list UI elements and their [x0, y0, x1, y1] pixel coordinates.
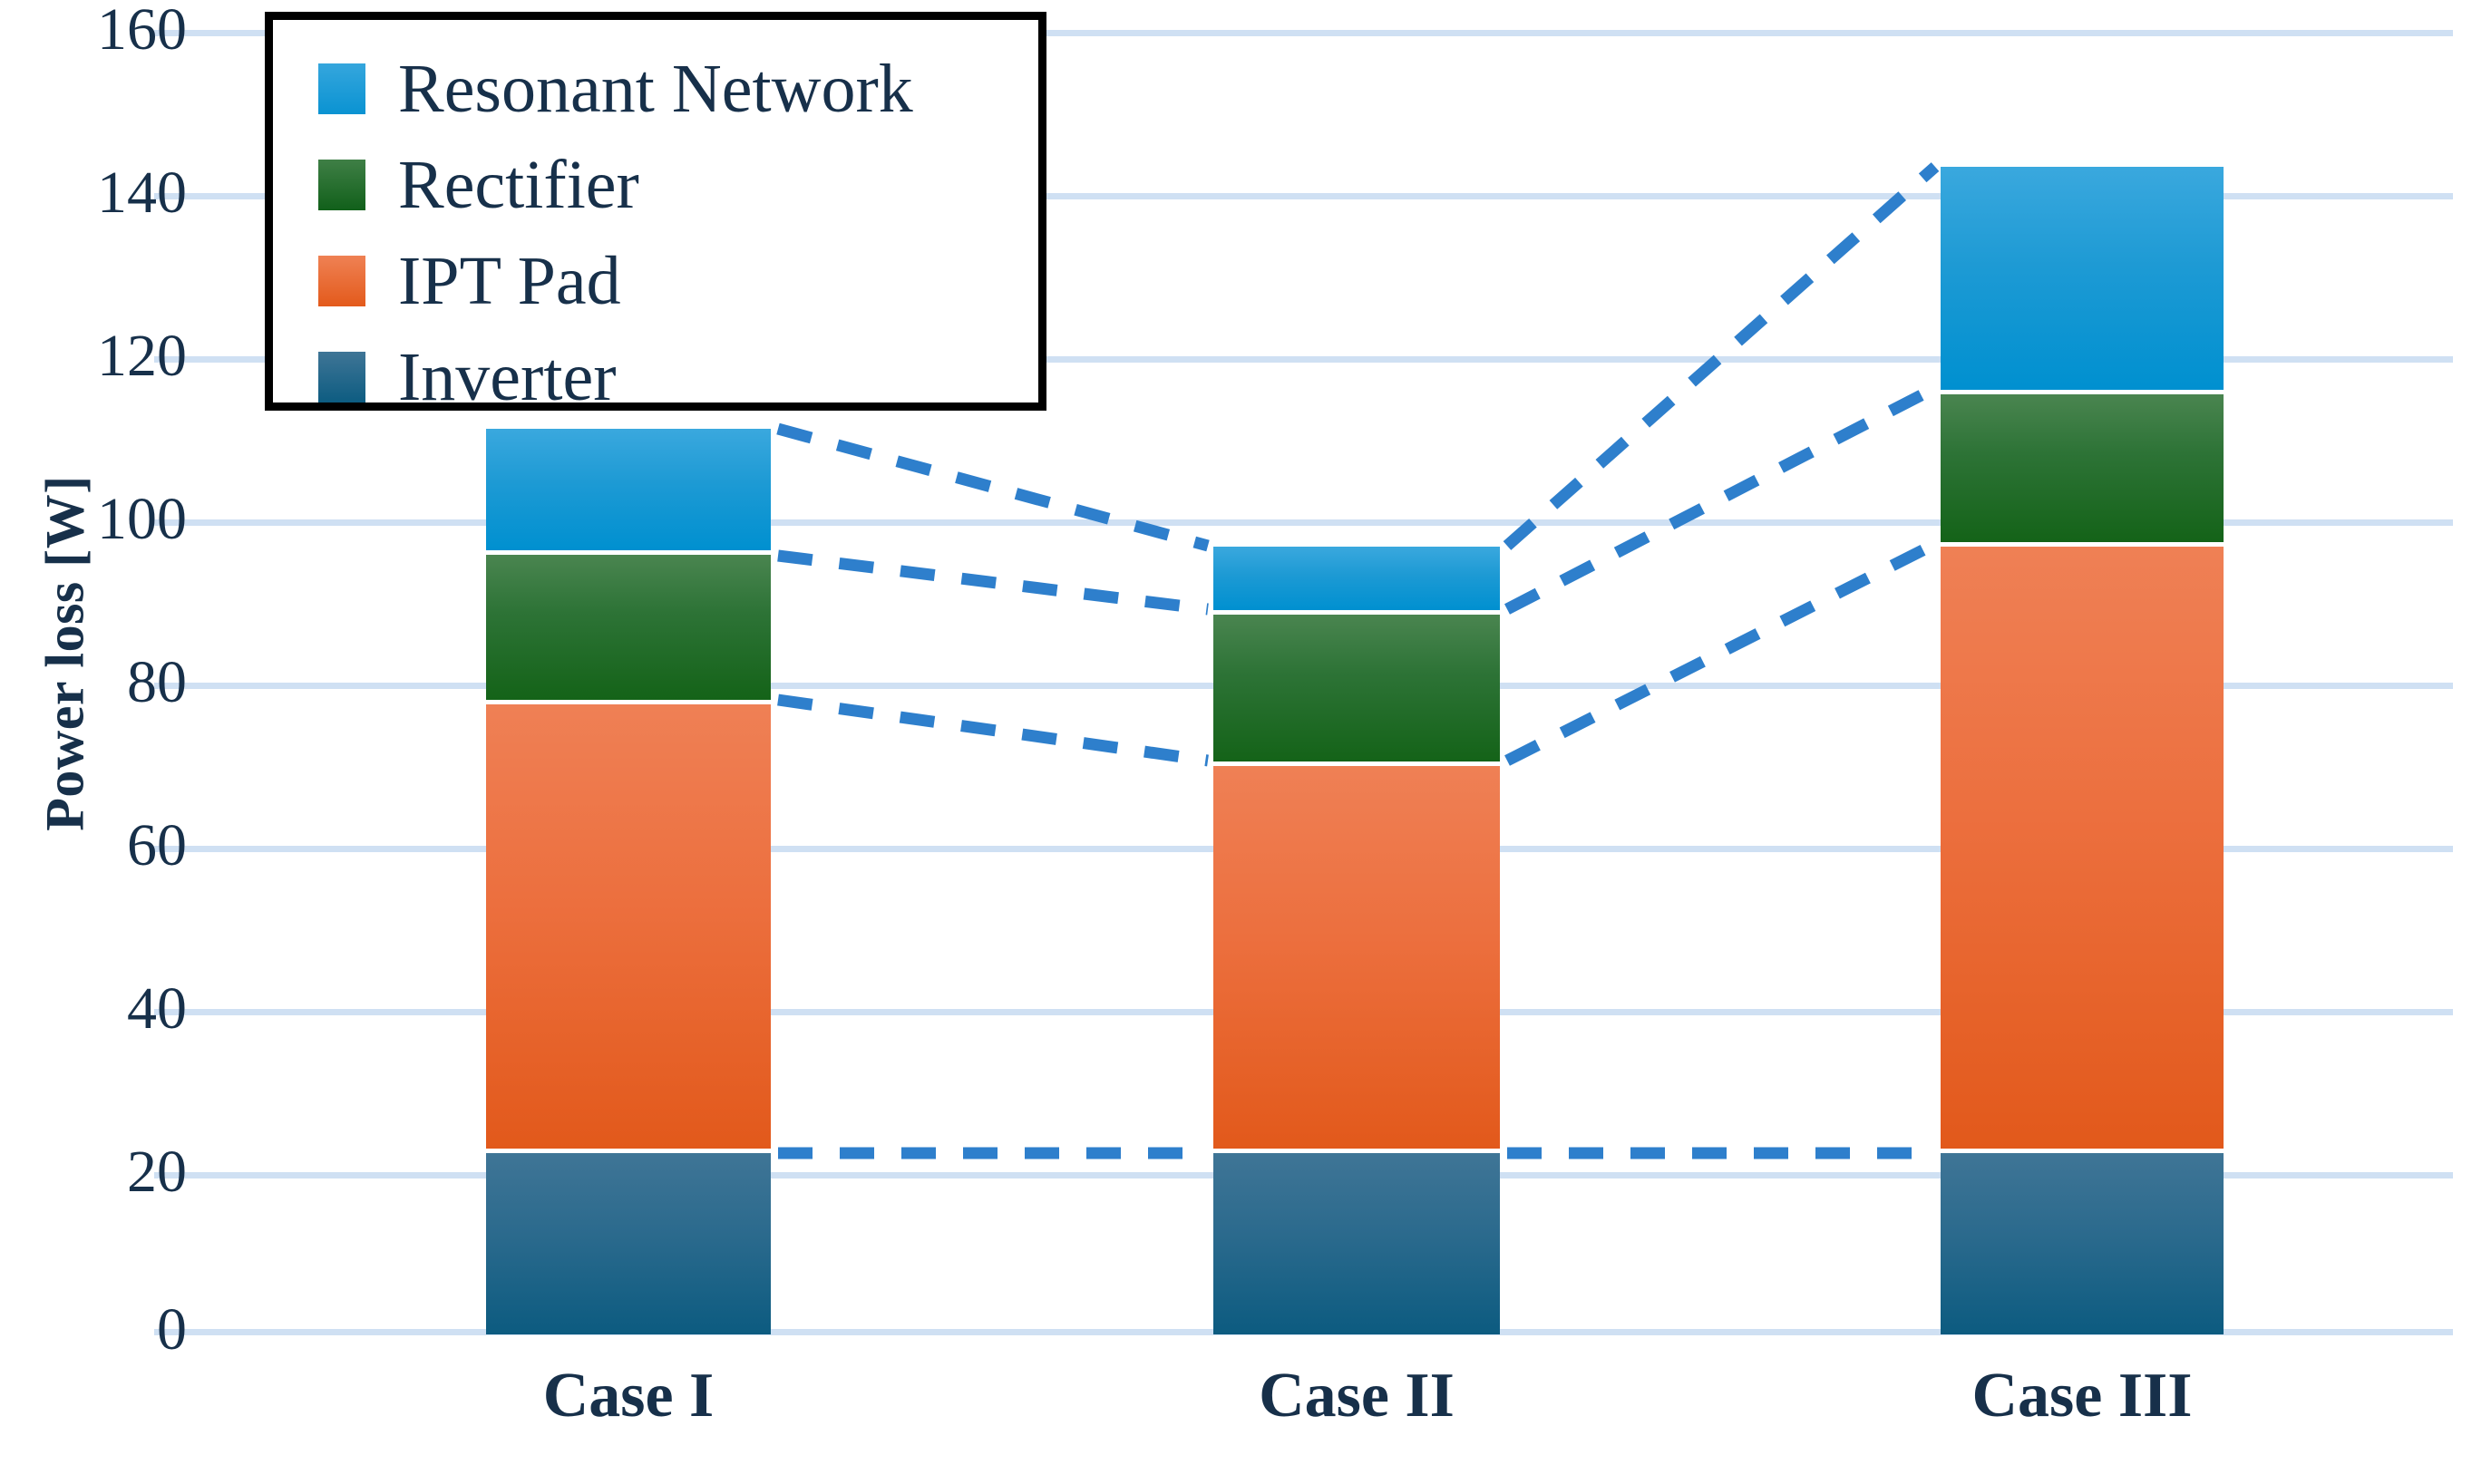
legend-item-rectifier[interactable]: Rectifier [318, 140, 1038, 230]
bar-group-case-iii[interactable] [1941, 167, 2224, 1334]
bar-segment-ipt-pad-case-i[interactable] [486, 704, 771, 1149]
bar-segment-inverter-case-ii[interactable] [1213, 1153, 1500, 1334]
legend-label-ipt-pad: IPT Pad [398, 243, 621, 319]
bar-segment-inverter-case-i[interactable] [486, 1153, 771, 1334]
y-tick-label-60: 60 [127, 812, 187, 878]
x-label-case-i: Case I [542, 1361, 715, 1431]
legend: Resonant Network Rectifier IPT Pad Inver… [265, 12, 1046, 412]
bar-segment-rectifier-case-iii[interactable] [1941, 394, 2224, 542]
x-label-case-ii: Case II [1259, 1361, 1455, 1431]
legend-item-ipt-pad[interactable]: IPT Pad [318, 236, 1038, 326]
legend-swatch-resonant-network-icon [318, 63, 365, 114]
bar-segment-rectifier-case-i[interactable] [486, 555, 771, 700]
legend-item-resonant-network[interactable]: Resonant Network [318, 44, 1038, 134]
y-tick-label-20: 20 [127, 1139, 187, 1205]
legend-item-inverter[interactable]: Inverter [318, 332, 1038, 422]
bar-segment-resonant-network-case-iii[interactable] [1941, 167, 2224, 390]
bar-segment-resonant-network-case-ii[interactable] [1213, 547, 1500, 610]
bar-segment-resonant-network-case-i[interactable] [486, 429, 771, 550]
y-tick-label-80: 80 [127, 649, 187, 715]
legend-swatch-inverter-icon [318, 352, 365, 403]
y-tick-label-0: 0 [157, 1296, 187, 1363]
y-tick-label-160: 160 [97, 0, 187, 63]
y-tick-label-100: 100 [97, 486, 187, 552]
gridline-120 [154, 356, 2453, 363]
gridline-100 [154, 519, 2453, 526]
y-tick-label-140: 140 [97, 160, 187, 226]
y-tick-label-120: 120 [97, 323, 187, 389]
legend-swatch-ipt-pad-icon [318, 256, 365, 306]
legend-label-resonant-network: Resonant Network [398, 51, 913, 127]
bar-segment-ipt-pad-case-ii[interactable] [1213, 766, 1500, 1149]
x-label-case-iii: Case III [1971, 1361, 2193, 1431]
legend-swatch-rectifier-icon [318, 160, 365, 210]
bar-group-case-i[interactable] [486, 429, 771, 1334]
y-tick-label-40: 40 [127, 975, 187, 1042]
bar-segment-inverter-case-iii[interactable] [1941, 1153, 2224, 1334]
gridline-140 [154, 193, 2453, 199]
gridline-160 [154, 30, 2453, 36]
legend-label-rectifier: Rectifier [398, 147, 639, 223]
bar-segment-rectifier-case-ii[interactable] [1213, 615, 1500, 761]
bar-segment-ipt-pad-case-iii[interactable] [1941, 547, 2224, 1149]
bar-group-case-ii[interactable] [1213, 547, 1500, 1334]
legend-label-inverter: Inverter [398, 339, 617, 415]
